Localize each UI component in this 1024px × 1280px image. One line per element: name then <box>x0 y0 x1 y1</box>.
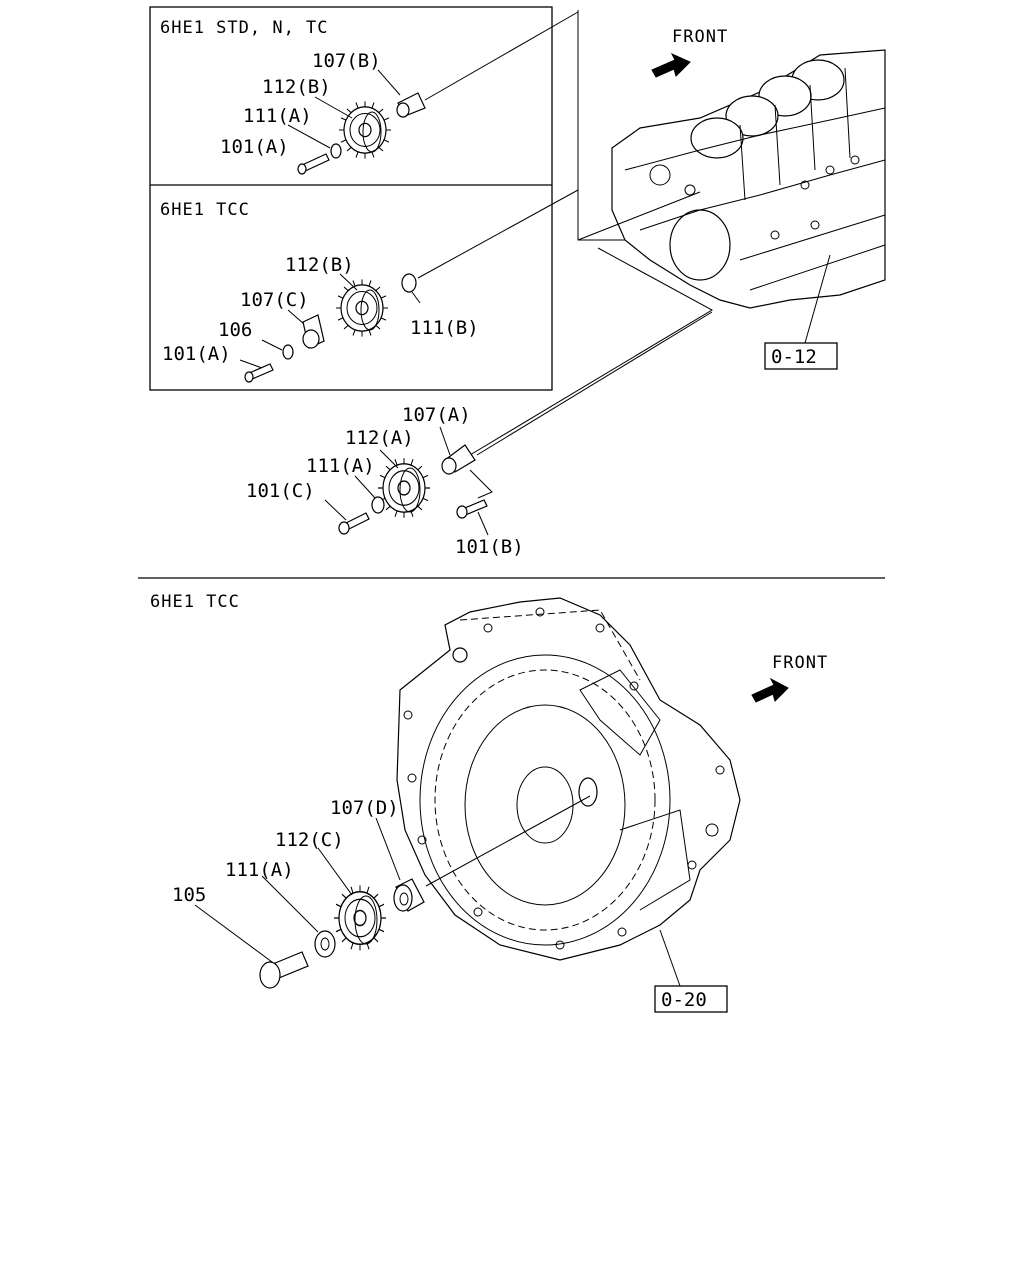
tcc-washer-106 <box>282 344 294 360</box>
std-gear-112b <box>338 100 392 160</box>
std-washer-111a <box>330 143 342 159</box>
label-112b-std: 112(B) <box>262 76 331 98</box>
label-107d: 107(D) <box>330 797 399 819</box>
label-111b-tcc: 111(B) <box>410 317 479 339</box>
ref-block: 0-12 <box>764 254 838 370</box>
lower-bolt-105 <box>259 951 309 989</box>
ref-housing: 0-20 <box>654 929 728 1013</box>
lower-gear-112c <box>333 884 387 952</box>
ref-label-housing: 0-20 <box>661 989 707 1011</box>
flywheel-housing <box>396 597 741 961</box>
tcc-spacer-107c <box>302 314 325 349</box>
tcc-gear-112b <box>335 278 389 338</box>
lower-washer-111a <box>314 930 336 958</box>
mid-shaft-107a <box>441 311 713 475</box>
cylinder-block <box>577 49 886 309</box>
front-label-lower: FRONT <box>772 653 828 673</box>
lower-header: 6HE1 TCC <box>150 592 240 612</box>
label-111a-mid: 111(A) <box>306 455 375 477</box>
label-107c-tcc: 107(C) <box>240 289 309 311</box>
front-label-upper: FRONT <box>672 27 728 47</box>
mid-bolt-101c <box>338 512 370 535</box>
tcc-leaders <box>239 273 421 369</box>
mid-leaders <box>324 426 489 536</box>
mid-washer-111a <box>371 496 385 514</box>
label-101c: 101(C) <box>246 480 315 502</box>
variant-box: 6HE1 STD, N, TC 6HE1 TCC <box>149 6 553 391</box>
label-101b: 101(B) <box>455 536 524 558</box>
label-107a: 107(A) <box>402 404 471 426</box>
mid-gear-112a <box>377 457 431 519</box>
std-bolt-101a <box>297 153 330 175</box>
front-arrow-lower <box>751 677 789 703</box>
tcc-washer-111b <box>401 189 579 293</box>
label-101a-std: 101(A) <box>220 136 289 158</box>
label-112b-tcc: 112(B) <box>285 254 354 276</box>
label-112a: 112(A) <box>345 427 414 449</box>
std-shaft-107b <box>396 11 579 118</box>
front-arrow-upper <box>651 52 691 78</box>
ref-label-block: 0-12 <box>771 346 817 368</box>
label-107b-std: 107(B) <box>312 50 381 72</box>
variant-header-std: 6HE1 STD, N, TC <box>160 18 329 38</box>
label-106-tcc: 106 <box>218 319 252 341</box>
mid-bolt-101b <box>456 469 493 519</box>
label-112c: 112(C) <box>275 829 344 851</box>
label-111a-std: 111(A) <box>243 105 312 127</box>
tcc-bolt-101a <box>244 363 274 383</box>
variant-header-tcc: 6HE1 TCC <box>160 200 250 220</box>
lower-leaders <box>194 817 401 963</box>
label-111a-low: 111(A) <box>225 859 294 881</box>
std-leaders <box>287 69 401 149</box>
lower-shaft-107d <box>393 795 591 912</box>
label-105: 105 <box>172 884 206 906</box>
label-101a-tcc: 101(A) <box>162 343 231 365</box>
